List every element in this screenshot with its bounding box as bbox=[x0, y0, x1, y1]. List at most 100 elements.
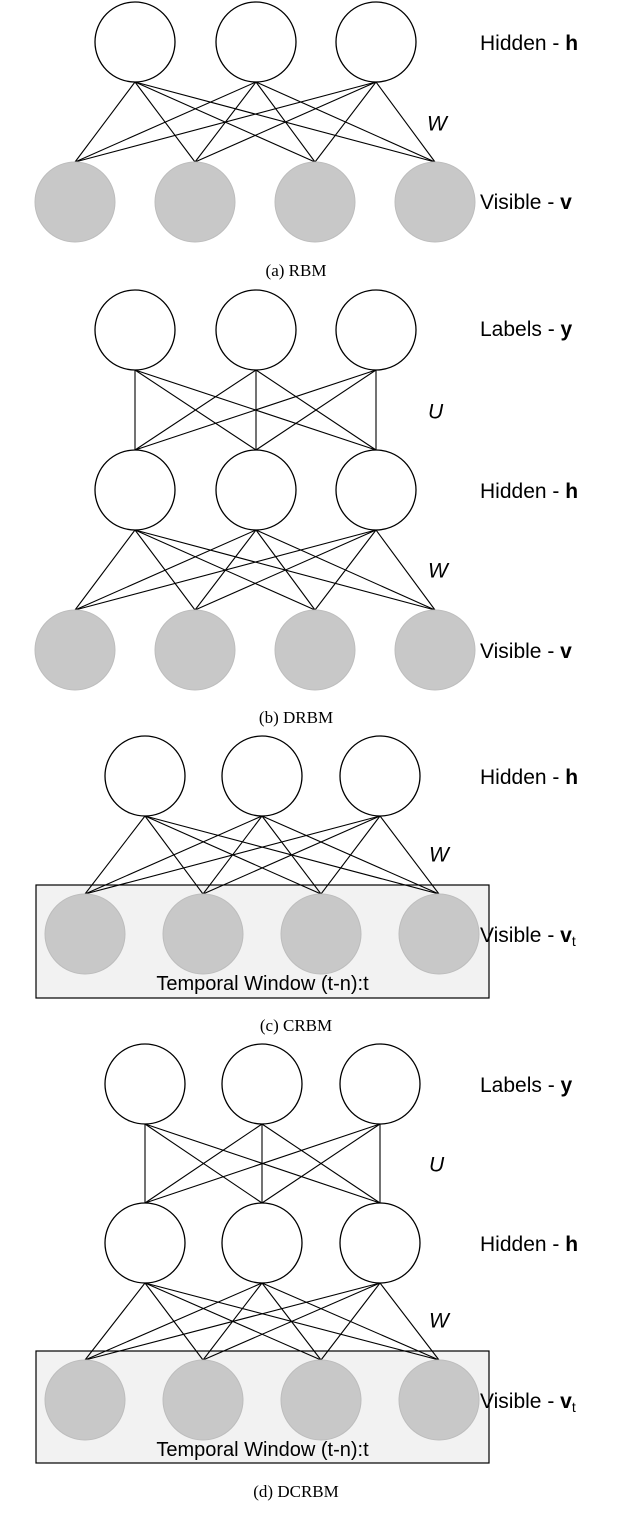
edge-h-v bbox=[74, 529, 257, 611]
layer-label-v: Visible - vt bbox=[480, 1390, 576, 1415]
edge-h-v bbox=[320, 815, 381, 895]
edge-h-v bbox=[84, 1282, 146, 1361]
visible-unit-1 bbox=[34, 609, 116, 691]
edge-h-v bbox=[375, 81, 436, 163]
layer-label-h: Hidden - h bbox=[480, 32, 578, 55]
hidden-unit-2 bbox=[215, 449, 297, 531]
visible-unit-3 bbox=[274, 161, 356, 243]
edge-h-v bbox=[74, 529, 377, 611]
label-unit-3 bbox=[335, 289, 417, 371]
visible-unit-4 bbox=[398, 893, 480, 975]
hidden-unit-3 bbox=[335, 449, 417, 531]
hidden-unit-1 bbox=[104, 735, 186, 817]
visible-unit-3 bbox=[274, 609, 356, 691]
layer-label-text: Visible - bbox=[480, 640, 560, 663]
label-unit-3 bbox=[339, 1043, 421, 1125]
hidden-unit-3 bbox=[339, 1202, 421, 1284]
edge-h-v bbox=[74, 81, 136, 163]
visible-unit-1 bbox=[44, 1359, 126, 1441]
hidden-unit-1 bbox=[94, 449, 176, 531]
layer-symbol: y bbox=[561, 1074, 573, 1097]
hidden-unit-2 bbox=[221, 735, 303, 817]
label-unit-1 bbox=[104, 1043, 186, 1125]
hidden-unit-3 bbox=[335, 1, 417, 83]
label-unit-2 bbox=[221, 1043, 303, 1125]
visible-unit-4 bbox=[394, 609, 476, 691]
hidden-unit-1 bbox=[104, 1202, 186, 1284]
layer-label-h: Hidden - h bbox=[480, 766, 578, 789]
layer-label-text: Hidden - bbox=[480, 32, 565, 55]
edge-h-v bbox=[74, 81, 257, 163]
layer-label-v: Visible - vt bbox=[480, 924, 576, 949]
hidden-unit-1 bbox=[94, 1, 176, 83]
edge-y-h bbox=[134, 369, 257, 451]
visible-unit-2 bbox=[154, 161, 236, 243]
edge-h-v bbox=[84, 815, 146, 895]
panel-caption: (a) RBM bbox=[266, 261, 327, 280]
edge-h-v bbox=[74, 529, 136, 611]
layer-symbol: h bbox=[565, 480, 578, 503]
layer-label-text: Labels - bbox=[480, 1074, 561, 1097]
panel-caption: (d) DCRBM bbox=[253, 1482, 338, 1501]
edge-h-v bbox=[84, 815, 381, 895]
edge-h-v bbox=[194, 81, 377, 163]
weight-label-u: U bbox=[428, 401, 444, 424]
visible-unit-2 bbox=[162, 893, 244, 975]
visible-unit-1 bbox=[44, 893, 126, 975]
layer-symbol: h bbox=[565, 1233, 578, 1256]
edge-h-v bbox=[320, 1282, 381, 1361]
layer-symbol: y bbox=[561, 318, 573, 341]
visible-unit-1 bbox=[34, 161, 116, 243]
edge-h-v bbox=[379, 1282, 440, 1361]
edge-h-v bbox=[379, 815, 440, 895]
temporal-window-label: Temporal Window (t-n):t bbox=[156, 973, 369, 995]
label-unit-2 bbox=[215, 289, 297, 371]
layer-label-y: Labels - y bbox=[480, 318, 573, 341]
layer-label-h: Hidden - h bbox=[480, 1233, 578, 1256]
edge-y-h bbox=[144, 1123, 381, 1204]
temporal-window-label: Temporal Window (t-n):t bbox=[156, 1439, 369, 1461]
visible-unit-4 bbox=[398, 1359, 480, 1441]
edge-h-v bbox=[202, 815, 381, 895]
layer-label-text: Hidden - bbox=[480, 480, 565, 503]
layer-subscript: t bbox=[572, 1399, 576, 1415]
weight-label-w: W bbox=[428, 560, 450, 583]
edge-y-h bbox=[261, 1123, 381, 1204]
layer-label-v: Visible - v bbox=[480, 191, 572, 214]
edge-h-v bbox=[314, 81, 377, 163]
visible-unit-2 bbox=[162, 1359, 244, 1441]
layer-symbol: h bbox=[565, 32, 578, 55]
layer-label-text: Hidden - bbox=[480, 1233, 565, 1256]
edge-h-v bbox=[74, 81, 377, 163]
weight-label-w: W bbox=[429, 1310, 451, 1333]
layer-symbol: v bbox=[560, 640, 572, 663]
layer-label-text: Visible - bbox=[480, 924, 560, 947]
layer-label-text: Visible - bbox=[480, 1390, 560, 1413]
layer-subscript: t bbox=[572, 933, 576, 949]
label-unit-1 bbox=[94, 289, 176, 371]
layer-symbol: v bbox=[560, 924, 572, 947]
hidden-unit-2 bbox=[215, 1, 297, 83]
edge-h-v bbox=[84, 1282, 263, 1361]
layer-label-y: Labels - y bbox=[480, 1074, 573, 1097]
visible-unit-3 bbox=[280, 1359, 362, 1441]
hidden-unit-2 bbox=[221, 1202, 303, 1284]
edge-h-v bbox=[84, 1282, 381, 1361]
edge-h-v bbox=[84, 815, 263, 895]
hidden-unit-3 bbox=[339, 735, 421, 817]
layer-symbol: v bbox=[560, 1390, 572, 1413]
edge-y-h bbox=[255, 369, 377, 451]
edge-h-v bbox=[202, 1282, 381, 1361]
edge-h-v bbox=[375, 529, 436, 611]
layer-label-v: Visible - v bbox=[480, 640, 572, 663]
layer-label-h: Hidden - h bbox=[480, 480, 578, 503]
weight-label-w: W bbox=[427, 113, 449, 136]
edge-y-h bbox=[134, 369, 377, 451]
edge-h-v bbox=[314, 529, 377, 611]
layer-symbol: h bbox=[565, 766, 578, 789]
panel-caption: (b) DRBM bbox=[259, 708, 333, 727]
layer-label-text: Hidden - bbox=[480, 766, 565, 789]
